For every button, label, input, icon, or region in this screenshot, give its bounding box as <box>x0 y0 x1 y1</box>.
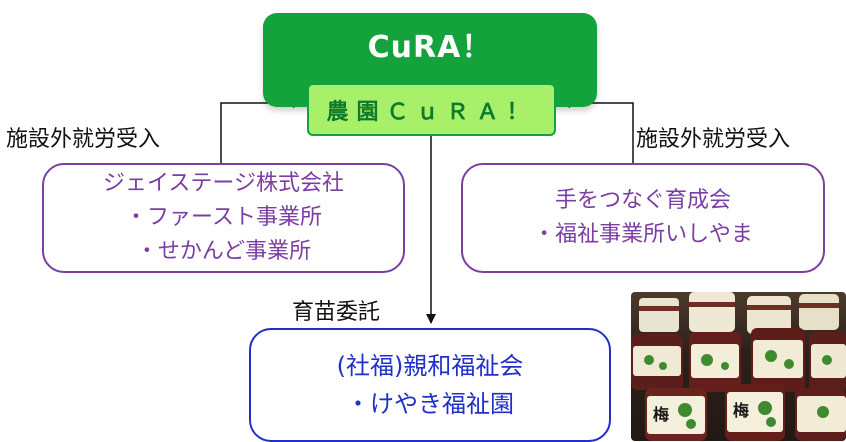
left-org-office-2: ・せかんど事業所 <box>135 239 312 264</box>
bottom-org-facility: ・けやき福祉園 <box>346 390 514 418</box>
left-org-office-1: ・ファースト事業所 <box>125 205 322 230</box>
right-connector-label: 施設外就労受入 <box>636 127 791 152</box>
cura-title: CuRA！ <box>367 30 493 65</box>
right-org-name: 手をつなぐ育成会 <box>554 188 731 213</box>
bottom-org-name: (社福)親和福祉会 <box>336 352 524 380</box>
jar-label-text: 梅 <box>653 405 669 424</box>
center-connector-label: 育苗委託 <box>292 300 381 325</box>
right-org-office: ・福祉事業所いしやま <box>533 222 753 247</box>
left-connector-arrow <box>220 98 303 163</box>
left-connector-label: 施設外就労受入 <box>6 127 161 152</box>
jars-illustration: 梅 梅 <box>631 292 846 441</box>
right-connector-arrow <box>560 98 634 163</box>
jar-label-text-2: 梅 <box>733 401 749 420</box>
left-organization-box: ジェイステージ株式会社 ・ファースト事業所 ・せかんど事業所 <box>42 163 405 273</box>
right-organization-box: 手をつなぐ育成会 ・福祉事業所いしやま <box>461 163 825 273</box>
product-jars-photo: 梅 梅 <box>631 292 846 441</box>
left-org-name: ジェイステージ株式会社 <box>103 171 344 196</box>
bottom-organization-box: (社福)親和福祉会 ・けやき福祉園 <box>249 328 611 442</box>
noen-cura-box: 農園ＣｕＲＡ！ <box>307 83 556 136</box>
